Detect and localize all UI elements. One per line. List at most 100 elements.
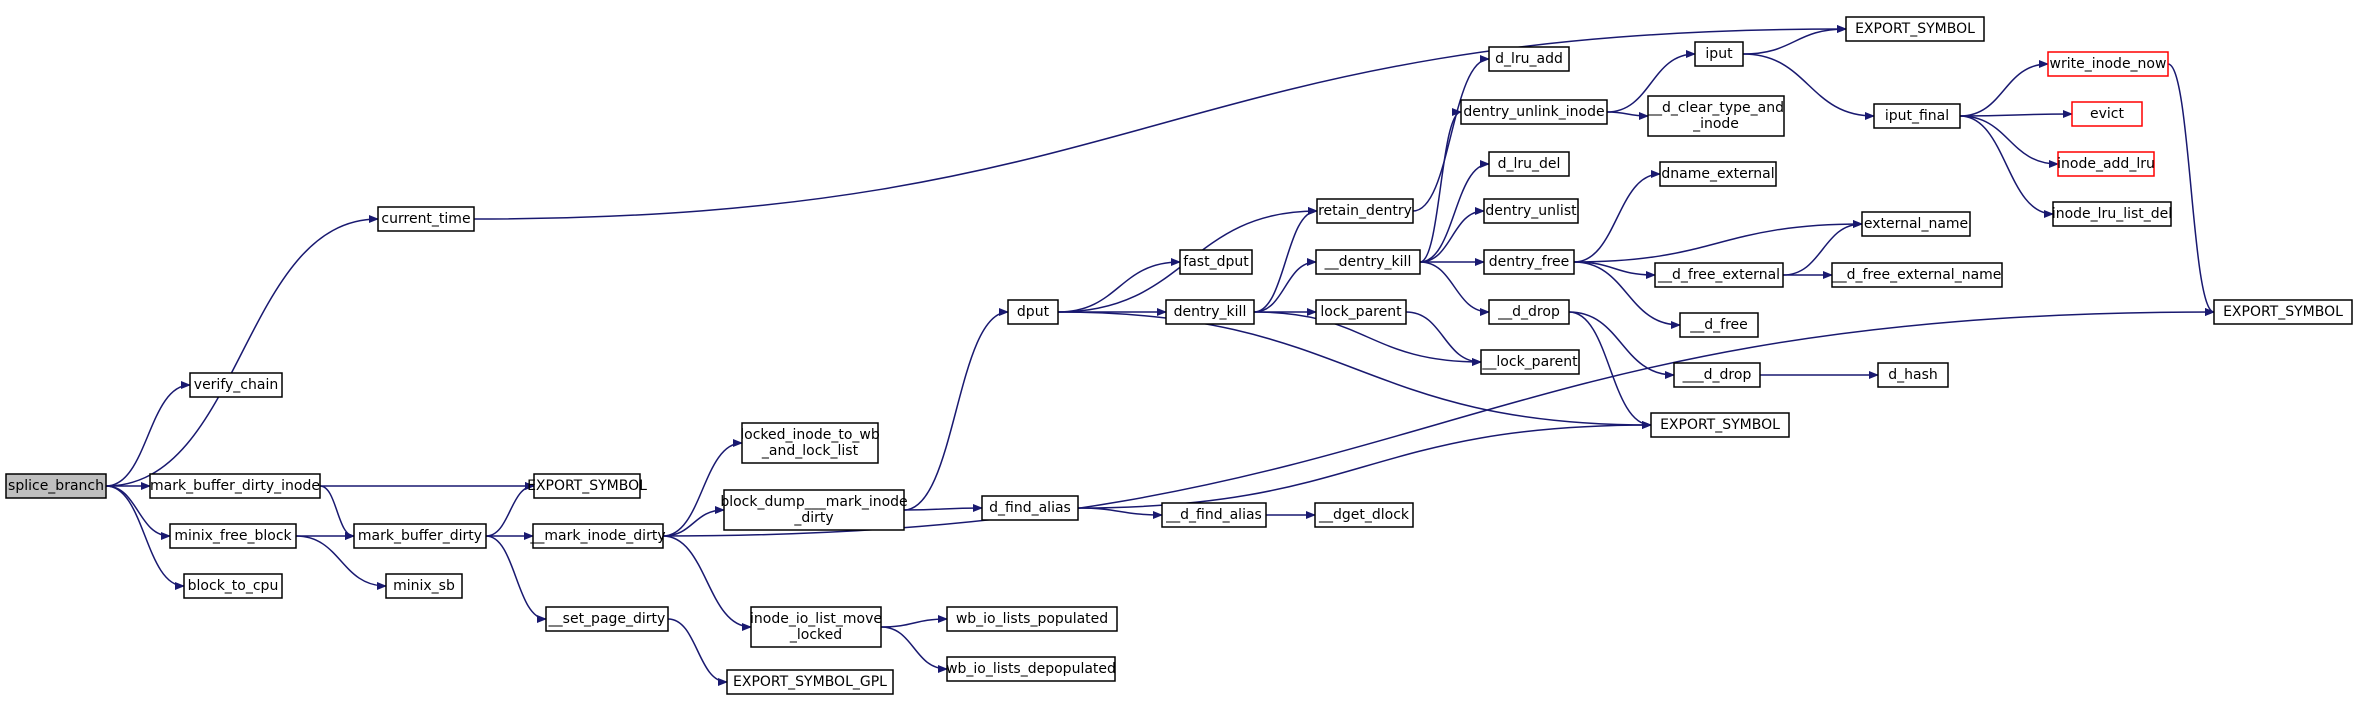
- node-lock_parent2[interactable]: __lock_parent: [1480, 349, 1580, 375]
- node-dentry_unlist[interactable]: dentry_unlist: [1483, 198, 1579, 224]
- node-box-verify_chain[interactable]: [189, 372, 283, 398]
- node-box-block_dump[interactable]: [723, 489, 905, 531]
- node-box-d_lru_del[interactable]: [1488, 151, 1570, 177]
- node-external_name[interactable]: external_name: [1861, 211, 1971, 237]
- node-box-export_gpl[interactable]: [726, 669, 894, 695]
- node-box-dentry_kill[interactable]: [1165, 299, 1255, 325]
- node-box-d_free[interactable]: [1679, 312, 1759, 338]
- node-box-minix_sb[interactable]: [385, 573, 463, 599]
- node-d_drop2[interactable]: ___d_drop: [1673, 362, 1761, 388]
- node-box-d_free_external_name[interactable]: [1831, 262, 2003, 288]
- node-export2[interactable]: EXPORT_SYMBOL: [1650, 412, 1790, 438]
- node-box-inode_lru_list_del[interactable]: [2052, 201, 2172, 227]
- node-box-current_time[interactable]: [377, 206, 475, 232]
- node-box-iput_final[interactable]: [1873, 103, 1961, 129]
- node-box-splice_branch[interactable]: [5, 473, 107, 499]
- node-dentry_free[interactable]: dentry_free: [1483, 249, 1575, 275]
- node-current_time[interactable]: current_time: [377, 206, 475, 232]
- node-box-block_to_cpu[interactable]: [183, 573, 283, 599]
- node-iput_final[interactable]: iput_final: [1873, 103, 1961, 129]
- node-splice_branch[interactable]: splice_branch: [5, 473, 107, 499]
- node-box-mark_buffer_dirty_inode[interactable]: [149, 473, 321, 499]
- node-box-dput[interactable]: [1007, 299, 1059, 325]
- node-d_clear_type[interactable]: __d_clear_type_and_inode: [1647, 95, 1785, 137]
- node-box-d_lru_add[interactable]: [1488, 46, 1570, 72]
- node-box-dentry_free[interactable]: [1483, 249, 1575, 275]
- node-iput[interactable]: iput: [1694, 41, 1744, 67]
- node-box-d_clear_type[interactable]: [1647, 95, 1785, 137]
- node-box-dentry_kill2[interactable]: [1315, 249, 1421, 275]
- node-box-d_drop2[interactable]: [1673, 362, 1761, 388]
- node-d_hash[interactable]: d_hash: [1877, 362, 1949, 388]
- node-d_find_alias2[interactable]: __d_find_alias: [1161, 502, 1267, 528]
- node-inode_lru_list_del[interactable]: inode_lru_list_del: [2052, 201, 2172, 227]
- node-box-locked_inode[interactable]: [741, 422, 879, 464]
- node-minix_free_block[interactable]: minix_free_block: [169, 523, 297, 549]
- node-box-wb_depopulated[interactable]: [946, 656, 1116, 682]
- node-inode_add_lru[interactable]: inode_add_lru: [2057, 151, 2155, 177]
- node-dentry_kill2[interactable]: __dentry_kill: [1315, 249, 1421, 275]
- node-locked_inode[interactable]: locked_inode_to_wb_and_lock_list: [740, 422, 880, 464]
- node-wb_populated[interactable]: wb_io_lists_populated: [946, 606, 1118, 632]
- node-d_free[interactable]: __d_free: [1679, 312, 1759, 338]
- node-box-d_find_alias[interactable]: [981, 495, 1079, 521]
- node-fast_dput[interactable]: fast_dput: [1179, 249, 1253, 275]
- node-box-write_inode_now[interactable]: [2047, 51, 2169, 77]
- node-box-d_drop[interactable]: [1488, 299, 1570, 325]
- node-box-mark_inode_dirty[interactable]: [532, 523, 664, 549]
- node-box-fast_dput[interactable]: [1179, 249, 1253, 275]
- node-export1[interactable]: EXPORT_SYMBOL: [527, 473, 647, 499]
- node-mark_buffer_dirty_inode[interactable]: mark_buffer_dirty_inode: [149, 473, 321, 499]
- node-mark_inode_dirty[interactable]: __mark_inode_dirty: [529, 523, 666, 549]
- node-mark_buffer_dirty[interactable]: mark_buffer_dirty: [353, 523, 487, 549]
- node-dget_dlock[interactable]: __dget_dlock: [1314, 502, 1414, 528]
- node-d_lru_add[interactable]: d_lru_add: [1488, 46, 1570, 72]
- node-set_page_dirty[interactable]: __set_page_dirty: [545, 606, 669, 632]
- node-evict[interactable]: evict: [2071, 101, 2143, 127]
- node-box-dget_dlock[interactable]: [1314, 502, 1414, 528]
- node-retain_dentry[interactable]: retain_dentry: [1316, 198, 1414, 224]
- node-box-mark_buffer_dirty[interactable]: [353, 523, 487, 549]
- node-box-retain_dentry[interactable]: [1316, 198, 1414, 224]
- node-box-d_free_external[interactable]: [1654, 262, 1784, 288]
- node-box-export1[interactable]: [533, 473, 641, 499]
- node-box-set_page_dirty[interactable]: [545, 606, 669, 632]
- node-box-lock_parent[interactable]: [1315, 299, 1407, 325]
- node-box-inode_add_lru[interactable]: [2057, 151, 2155, 177]
- node-d_free_external[interactable]: __d_free_external: [1654, 262, 1784, 288]
- node-inode_io_list[interactable]: inode_io_list_move_locked: [750, 606, 882, 648]
- node-box-export3[interactable]: [1845, 16, 1985, 42]
- node-dentry_kill[interactable]: dentry_kill: [1165, 299, 1255, 325]
- node-box-dentry_unlink_inode[interactable]: [1460, 99, 1608, 125]
- node-box-export4[interactable]: [2213, 299, 2353, 325]
- node-minix_sb[interactable]: minix_sb: [385, 573, 463, 599]
- node-d_lru_del[interactable]: d_lru_del: [1488, 151, 1570, 177]
- node-box-external_name[interactable]: [1861, 211, 1971, 237]
- node-d_drop[interactable]: __d_drop: [1488, 299, 1570, 325]
- node-box-evict[interactable]: [2071, 101, 2143, 127]
- node-dname_external[interactable]: dname_external: [1659, 161, 1777, 187]
- node-dentry_unlink_inode[interactable]: dentry_unlink_inode: [1460, 99, 1608, 125]
- node-box-inode_io_list[interactable]: [750, 606, 882, 648]
- node-box-wb_populated[interactable]: [946, 606, 1118, 632]
- node-box-lock_parent2[interactable]: [1480, 349, 1580, 375]
- node-export4[interactable]: EXPORT_SYMBOL: [2213, 299, 2353, 325]
- node-lock_parent[interactable]: lock_parent: [1315, 299, 1407, 325]
- node-box-dentry_unlist[interactable]: [1483, 198, 1579, 224]
- node-d_find_alias[interactable]: d_find_alias: [981, 495, 1079, 521]
- node-box-export2[interactable]: [1650, 412, 1790, 438]
- node-box-dname_external[interactable]: [1659, 161, 1777, 187]
- node-export_gpl[interactable]: EXPORT_SYMBOL_GPL: [726, 669, 894, 695]
- node-dput[interactable]: dput: [1007, 299, 1059, 325]
- node-verify_chain[interactable]: verify_chain: [189, 372, 283, 398]
- node-box-d_hash[interactable]: [1877, 362, 1949, 388]
- node-box-iput[interactable]: [1694, 41, 1744, 67]
- node-block_to_cpu[interactable]: block_to_cpu: [183, 573, 283, 599]
- node-wb_depopulated[interactable]: wb_io_lists_depopulated: [946, 656, 1116, 682]
- node-write_inode_now[interactable]: write_inode_now: [2047, 51, 2169, 77]
- node-box-d_find_alias2[interactable]: [1161, 502, 1267, 528]
- node-box-minix_free_block[interactable]: [169, 523, 297, 549]
- node-d_free_external_name[interactable]: __d_free_external_name: [1831, 262, 2003, 288]
- node-export3[interactable]: EXPORT_SYMBOL: [1845, 16, 1985, 42]
- node-block_dump[interactable]: block_dump___mark_inode_dirty: [720, 489, 908, 531]
